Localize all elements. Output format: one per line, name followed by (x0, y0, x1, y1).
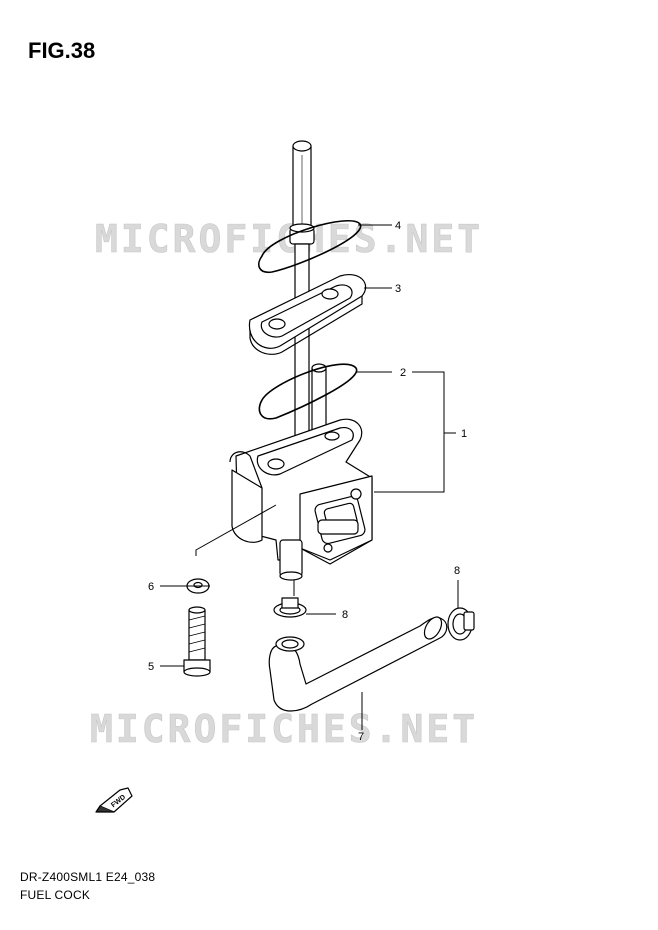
clamp-8-center (273, 597, 307, 618)
leader-lines (160, 224, 459, 730)
fuel-strainer-tube (289, 140, 315, 445)
callout-1: 1 (461, 428, 467, 440)
callout-6: 6 (148, 581, 154, 593)
fuel-cock-body (229, 418, 373, 581)
callout-5: 5 (148, 661, 154, 673)
o-ring-4 (258, 219, 362, 274)
watermark-top: MICROFICHES.NET (95, 217, 483, 261)
callout-7: 7 (358, 731, 364, 743)
watermark-bottom: MICROFICHES.NET (90, 707, 478, 751)
callout-2: 2 (400, 367, 406, 379)
callout-8-center: 8 (342, 609, 348, 621)
forward-arrow-icon (95, 787, 133, 813)
gasket-3 (248, 274, 367, 355)
clamp-8-right (447, 607, 475, 641)
callout-8-right: 8 (454, 565, 460, 577)
callout-3: 3 (395, 283, 401, 295)
screw-5 (183, 606, 211, 677)
callout-4: 4 (395, 220, 401, 232)
model-code: DR-Z400SML1 E24_038 (20, 870, 156, 884)
fuel-hose-7 (268, 616, 448, 712)
part-group-name: FUEL COCK (20, 888, 91, 902)
figure-title: FIG.38 (28, 38, 96, 63)
o-ring-2 (258, 363, 358, 420)
